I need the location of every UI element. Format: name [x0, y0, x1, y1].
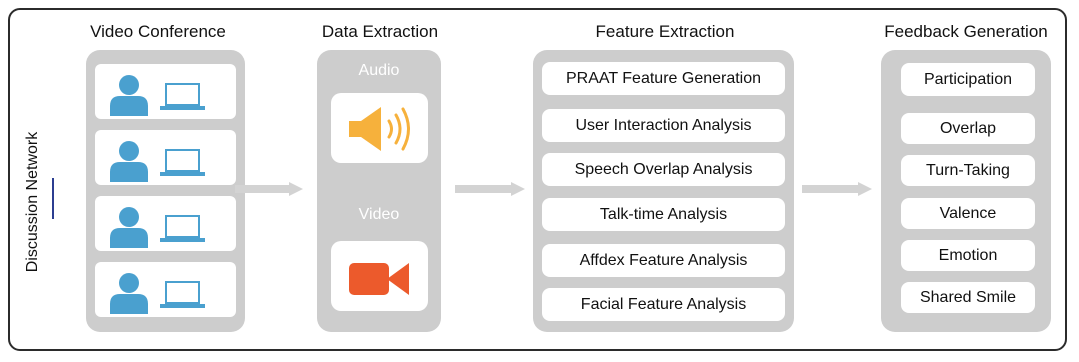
data-extraction-panel: Audio Video: [317, 50, 441, 332]
diagram-frame: [8, 8, 1067, 351]
feedback-item: Valence: [901, 198, 1035, 229]
feature-item: Talk-time Analysis: [542, 198, 785, 231]
feedback-item: Participation: [901, 63, 1035, 96]
audio-box: [331, 93, 428, 163]
laptop-icon: [160, 281, 205, 308]
feedback-generation-panel: Participation Overlap Turn-Taking Valenc…: [881, 50, 1051, 332]
video-box: [331, 241, 428, 311]
person-icon: [110, 273, 148, 314]
column-title-data-extraction: Data Extraction: [321, 22, 439, 41]
feature-item: Affdex Feature Analysis: [542, 244, 785, 277]
speaker-icon: [349, 107, 410, 151]
feature-item: User Interaction Analysis: [542, 109, 785, 142]
side-label: Discussion Network: [24, 131, 41, 273]
participant-row: [95, 196, 236, 251]
column-title-feedback-generation: Feedback Generation: [884, 22, 1048, 41]
person-icon: [110, 207, 148, 248]
feedback-item: Overlap: [901, 113, 1035, 144]
feedback-item: Emotion: [901, 240, 1035, 271]
flow-arrow: [235, 182, 303, 196]
feature-item: Facial Feature Analysis: [542, 288, 785, 321]
feature-item: Speech Overlap Analysis: [542, 153, 785, 186]
participant-row: [95, 64, 236, 119]
participant-row: [95, 262, 236, 317]
flow-arrow: [802, 182, 872, 196]
side-label-underline: [52, 178, 54, 219]
audio-label: Audio: [358, 62, 400, 79]
column-title-feature-extraction: Feature Extraction: [595, 22, 735, 41]
feedback-item: Turn-Taking: [901, 155, 1035, 186]
laptop-icon: [160, 215, 205, 242]
feature-extraction-panel: PRAAT Feature Generation User Interactio…: [533, 50, 794, 332]
feature-item: PRAAT Feature Generation: [542, 62, 785, 95]
participant-row: [95, 130, 236, 185]
person-icon: [110, 141, 148, 182]
video-camera-icon: [349, 263, 409, 295]
feedback-item: Shared Smile: [901, 282, 1035, 313]
laptop-icon: [160, 83, 205, 110]
video-conference-panel: [86, 50, 245, 332]
laptop-icon: [160, 149, 205, 176]
flow-arrow: [455, 182, 525, 196]
column-title-video-conference: Video Conference: [90, 22, 226, 41]
video-label: Video: [358, 206, 400, 223]
person-icon: [110, 75, 148, 116]
